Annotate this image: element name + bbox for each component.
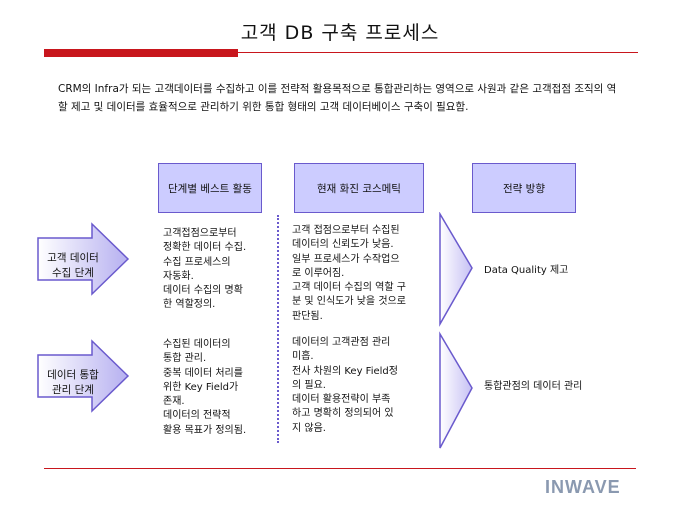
best-practice-integration: 수집된 데이터의 통합 관리. 중복 데이터 처리를 위한 Key Field가… <box>163 339 247 436</box>
title-accent-bar <box>44 49 238 57</box>
company-logo: INWAVE <box>545 477 621 497</box>
footer-line <box>44 468 636 469</box>
column-header-best-practice: 단계별 베스트 활동 <box>158 163 262 213</box>
chevron-collection <box>439 212 473 327</box>
stage-label-line1: 데이터 통합 <box>47 369 99 381</box>
strategy-collection: Data Quality 제고 <box>484 265 569 276</box>
stage-label-integration: 데이터 통합 관리 단계 <box>40 368 106 398</box>
stage-label-collection: 고객 데이터 수집 단계 <box>40 251 106 281</box>
best-practice-collection: 고객접점으로부터 정확한 데이터 수집. 수집 프로세스의 자동화. 데이터 수… <box>163 228 247 311</box>
intro-text: CRM의 Infra가 되는 고객데이터를 수집하고 이를 전략적 활용목적으로… <box>58 83 617 113</box>
page-title: 고객 DB 구축 프로세스 <box>240 22 440 44</box>
current-state-collection: 고객 접점으로부터 수집된 데이터의 신뢰도가 낮음. 일부 프로세스가 수작업… <box>292 225 406 322</box>
stage-arrow-collection <box>37 222 130 296</box>
column-header-strategy: 전략 방향 <box>472 163 576 213</box>
chevron-integration <box>439 331 473 449</box>
strategy-integration: 통합관점의 데이터 관리 <box>484 381 583 392</box>
column-header-current-state: 현재 화진 코스메틱 <box>294 163 424 213</box>
stage-label-line1: 고객 데이터 <box>47 252 99 264</box>
stage-label-line2: 관리 단계 <box>52 384 94 396</box>
title-underline <box>238 52 638 53</box>
stage-arrow-integration <box>37 339 130 413</box>
column-divider <box>277 215 279 443</box>
current-state-integration: 데이터의 고객관점 관리 미흡. 전사 차원의 Key Field정 의 필요.… <box>292 337 398 434</box>
stage-label-line2: 수집 단계 <box>52 267 94 279</box>
strategy-chevrons <box>439 212 473 449</box>
